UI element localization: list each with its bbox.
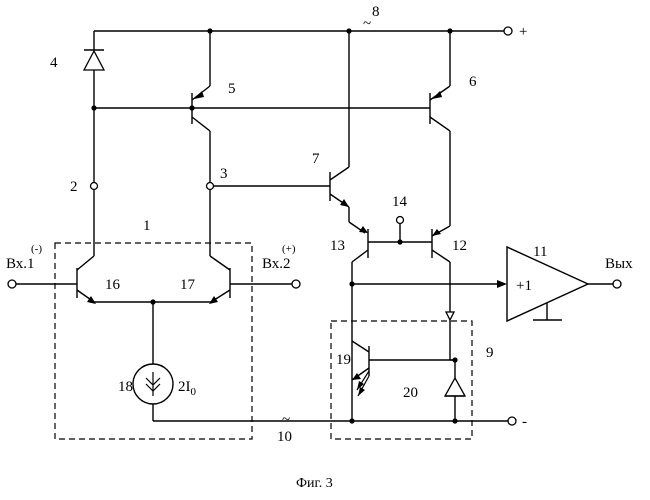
label-7: 7 [312,151,320,167]
input-2-sign: (+) [282,243,296,255]
buffer-gain-label: +1 [516,278,532,294]
diode-20: 20 [403,320,465,421]
input-1-terminal [8,280,16,288]
label-2: 2 [70,179,78,195]
label-10: 10 [277,429,292,445]
label-4: 4 [50,55,58,71]
label-13: 13 [330,238,345,254]
label-14: 14 [392,194,408,210]
rail-tilde-8: ~ [363,16,371,32]
label-16: 16 [105,277,121,293]
label-12: 12 [452,238,467,254]
label-11: 11 [533,244,547,260]
label-17: 17 [180,277,196,293]
current-label: 2I0 [178,379,197,398]
label-5: 5 [228,81,236,97]
label-9: 9 [486,345,494,361]
input-2: Вх.2 (+) [230,243,300,288]
input-1-sign: (-) [31,243,42,255]
label-3: 3 [220,166,228,182]
label-18: 18 [118,379,133,395]
label-8: 8 [372,4,380,20]
buffer-amplifier-11: +1 Вых 11 [507,244,633,321]
negative-sign: - [522,414,527,430]
label-19: 19 [336,352,351,368]
node-2: 2 [70,108,98,256]
label-6: 6 [469,74,477,90]
transistor-19: 19 [336,341,455,396]
input-2-terminal [292,280,300,288]
label-20: 20 [403,385,418,401]
current-source-18: 18 2I0 [118,302,197,421]
negative-rail: - ~ 10 [153,412,527,445]
negative-terminal [508,417,516,425]
positive-sign: + [519,24,527,40]
output-terminal [613,280,621,288]
input-2-label: Вх.2 [262,256,291,272]
diode-4: 4 [50,31,104,108]
transistor-5: 5 [192,31,236,182]
positive-rail: + ~ 8 [94,4,527,40]
transistor-17: 17 [153,256,230,304]
input-1: Вх.1 (-) [6,243,77,288]
figure-caption: Фиг. 3 [296,476,333,491]
output-label: Вых [605,256,633,272]
transistor-6: 6 [430,31,477,226]
input-1-label: Вх.1 [6,256,35,272]
positive-terminal [504,27,512,35]
rail-tilde-10: ~ [282,412,290,428]
transistor-12: 12 [432,226,467,312]
transistor-7: 7 [312,31,365,233]
node-14: 14 [368,194,432,245]
label-1: 1 [143,218,151,234]
transistor-16: 16 [77,256,153,304]
